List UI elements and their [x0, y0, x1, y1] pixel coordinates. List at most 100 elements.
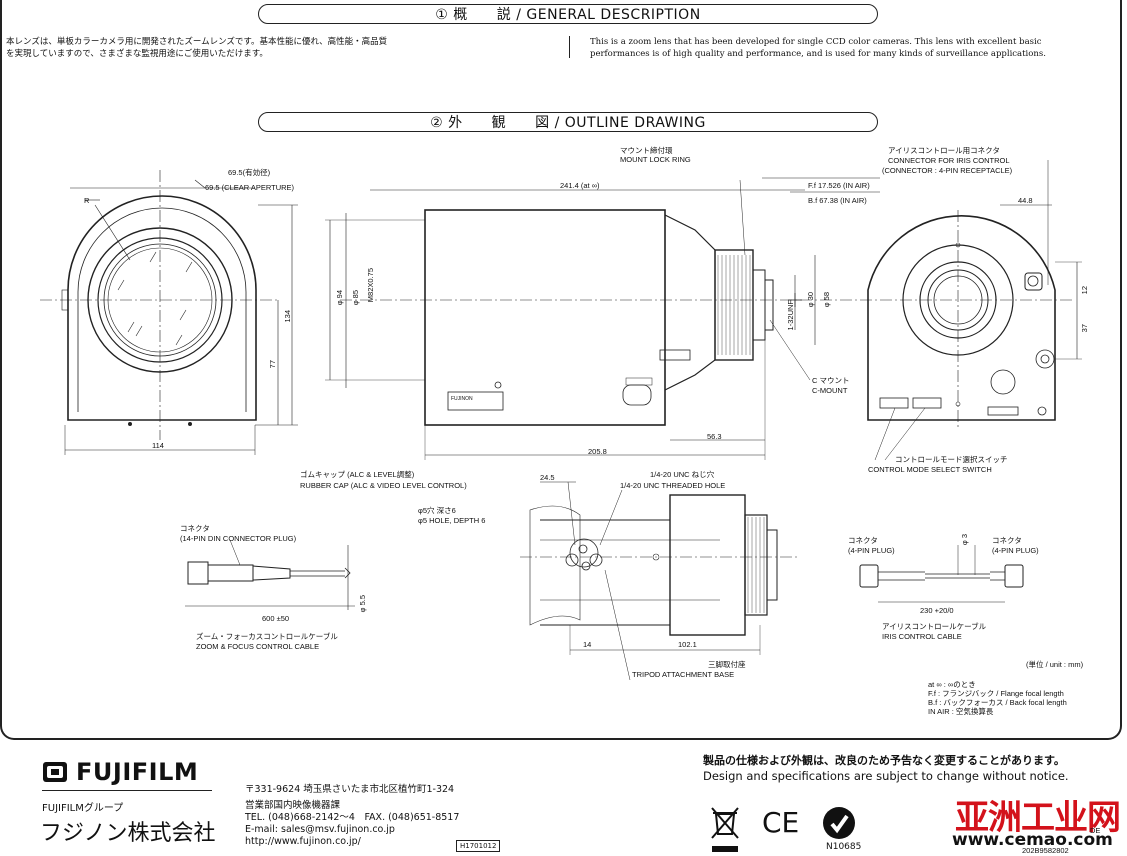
- drawing-frame: [0, 0, 1122, 740]
- website: http://www.fujinon.co.jp/: [245, 836, 361, 847]
- hole-ja: φ5穴 深さ6: [418, 506, 456, 515]
- mount-ring-en: MOUNT LOCK RING: [620, 155, 691, 164]
- dim-24-5: 24.5: [540, 473, 555, 482]
- dim-77: 77: [268, 360, 277, 369]
- dim-thread: 1-32UNF: [786, 300, 795, 331]
- fujifilm-emblem-icon: [43, 762, 67, 782]
- notice-japanese: 製品の仕様および外観は、改良のため予告なく変更することがあります。: [703, 754, 1065, 767]
- dim-56: 56.3: [707, 432, 722, 441]
- outline-drawing: [40, 160, 1082, 681]
- description-en-line-1: This is a zoom lens that has been develo…: [590, 37, 1042, 47]
- dim-37: 37: [1080, 324, 1089, 333]
- connector-4pin-a-ja: コネクタ: [848, 536, 878, 545]
- department: 営業部国内映像機器課: [245, 800, 341, 811]
- note-flange: F.f : フランジバック / Flange focal length: [928, 689, 1064, 698]
- dim-205: 205.8: [588, 447, 607, 456]
- telephone-fax: TEL. (048)668-2142～4 FAX. (048)651-8517: [245, 812, 460, 823]
- description-english: This is a zoom lens that has been develo…: [590, 36, 1120, 60]
- contact-block: 〒331-9624 埼玉県さいたま市北区植竹町1-324 営業部国内映像機器課 …: [245, 784, 459, 848]
- description-en-line-2: performances is of high quality and perf…: [590, 49, 1046, 59]
- fujifilm-logo: FUJIFILM: [42, 758, 198, 786]
- dim-phi58: φ 58: [822, 292, 831, 308]
- dim-241: 241.4 (at ∞): [560, 181, 600, 190]
- control-mode-en: CONTROL MODE SELECT SWITCH: [868, 465, 992, 474]
- dim-phi30: φ 30: [806, 292, 815, 308]
- fujifilm-wordmark: FUJIFILM: [76, 758, 199, 786]
- dim-phi85: φ 85: [351, 290, 360, 306]
- dim-44-8: 44.8: [1018, 196, 1033, 205]
- description-ja-line-2: を実現していますので、さまざまな監視用途にご使用いただけます。: [6, 49, 268, 59]
- dim-phi94: φ 94: [335, 290, 344, 306]
- logo-rule: [42, 790, 212, 791]
- ce-mark: CE: [762, 806, 800, 839]
- back-focal-length: B.f 67.38 (IN AIR): [808, 196, 867, 205]
- dim-phi3: φ 3: [960, 534, 969, 546]
- iris-cable-en: IRIS CONTROL CABLE: [882, 632, 962, 641]
- c-tick-mark-icon: [823, 807, 855, 839]
- group-label: FUJIFILMグループ: [42, 803, 124, 814]
- mount-ring-ja: マウント締付環: [620, 146, 673, 155]
- watermark-logo: 亚洲工业网: [955, 798, 1121, 838]
- tripod-base-ja: 三脚取付座: [708, 660, 746, 669]
- dim-114: 114: [152, 441, 164, 450]
- hole-en: φ5 HOLE, DEPTH 6: [418, 516, 486, 525]
- document-revision: DE: [1090, 826, 1101, 835]
- tripod-base-en: TRIPOD ATTACHMENT BASE: [632, 670, 735, 679]
- dim-m82: M82X0.75: [366, 268, 375, 303]
- threaded-hole-ja: 1/4-20 UNC ねじ穴: [650, 470, 715, 479]
- zoom-focus-cable-drawing: [185, 539, 355, 610]
- rear-view: [860, 160, 1082, 461]
- tripod-base-detail: [520, 481, 800, 681]
- radius-label: R: [84, 196, 90, 205]
- iris-connector-ja: アイリスコントロール用コネクタ: [888, 146, 1000, 155]
- weee-bin-icon: [711, 807, 739, 852]
- note-at-infinity: at ∞ : ∞のとき: [928, 680, 976, 689]
- threaded-hole-en: 1/4-20 UNC THREADED HOLE: [620, 481, 726, 490]
- notice-english: Design and specifications are subject to…: [703, 769, 1069, 783]
- iris-connector-type: (CONNECTOR : 4-PIN RECEPTACLE): [882, 166, 1013, 175]
- front-view: [40, 170, 298, 455]
- dim-phi5-5: φ 5.5: [358, 595, 367, 613]
- iris-connector-en: CONNECTOR FOR IRIS CONTROL: [888, 156, 1010, 165]
- email: E-mail: sales@msv.fujinon.co.jp: [245, 824, 395, 835]
- dim-600: 600 ±50: [262, 614, 290, 623]
- dim-134: 134: [283, 310, 292, 323]
- rubber-cap-ja: ゴムキャップ (ALC & LEVEL調整): [300, 470, 415, 479]
- description-ja-line-1: 本レンズは、単板カラーカメラ用に開発されたズームレンズです。基本性能に優れ、高性…: [6, 37, 388, 47]
- rubber-cap-en: RUBBER CAP (ALC & VIDEO LEVEL CONTROL): [300, 481, 467, 490]
- iris-cable-ja: アイリスコントロールケーブル: [882, 622, 987, 631]
- dim-12: 12: [1080, 286, 1089, 295]
- zoom-cable-en: ZOOM & FOCUS CONTROL CABLE: [196, 642, 320, 651]
- c-mount-ja: C マウント: [812, 376, 850, 385]
- watermark-url: www.cemao.com: [952, 830, 1113, 850]
- c-mount-en: C-MOUNT: [812, 386, 848, 395]
- lens-brand-mark: FUJINON: [451, 396, 473, 402]
- connector-4pin-b-en: (4-PIN PLUG): [992, 546, 1039, 555]
- connector-4pin-b-ja: コネクタ: [992, 536, 1022, 545]
- aperture-label-ja: 69.5(有効径): [228, 168, 271, 177]
- document-number: 202B9582802: [1022, 846, 1069, 855]
- outline-drawing-heading: ② 外 観 図 / OUTLINE DRAWING: [258, 112, 878, 132]
- unit-note: (単位 / unit : mm): [1026, 660, 1084, 669]
- dim-102-1: 102.1: [678, 640, 697, 649]
- description-divider: [569, 36, 570, 58]
- iris-cable-drawing: [859, 545, 1024, 603]
- side-view: [325, 177, 880, 460]
- note-back-focus: B.f : バックフォーカス / Back focal length: [928, 698, 1067, 707]
- address: 〒331-9624 埼玉県さいたま市北区植竹町1-324: [245, 784, 455, 795]
- zoom-cable-ja: ズーム・フォーカスコントロールケーブル: [196, 632, 338, 641]
- doc-code: H1701012: [456, 840, 501, 852]
- flange-focal-length: F.f 17.526 (IN AIR): [808, 181, 870, 190]
- connector-4pin-a-en: (4-PIN PLUG): [848, 546, 895, 555]
- general-description-heading: ① 概 説 / GENERAL DESCRIPTION: [258, 4, 878, 24]
- aperture-label-en: 69.5 (CLEAR APERTURE): [205, 183, 295, 192]
- dim-230: 230 +20/0: [920, 606, 954, 615]
- control-mode-ja: コントロールモード選択スイッチ: [895, 455, 1008, 464]
- description-japanese: 本レンズは、単板カラーカメラ用に開発されたズームレンズです。基本性能に優れ、高性…: [6, 36, 561, 60]
- connector-14pin-en: (14-PIN DIN CONNECTOR PLUG): [180, 534, 297, 543]
- note-in-air: IN AIR : 空気換算長: [928, 707, 994, 716]
- certification-number: N10685: [826, 842, 862, 852]
- connector-14pin-ja: コネクタ: [180, 524, 210, 533]
- dim-14: 14: [583, 640, 592, 649]
- company-name: フジノン株式会社: [40, 821, 216, 846]
